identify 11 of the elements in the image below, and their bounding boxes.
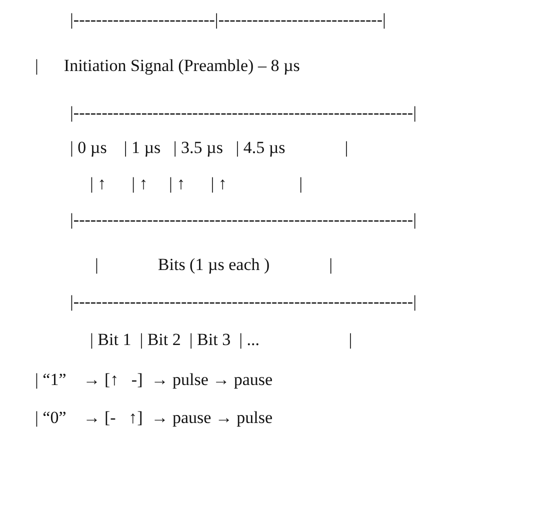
text-line: | Bit 1 | Bit 2 | Bit 3 | ... | [90,330,352,350]
ascii-rule: |------------------------------------------------------------| [70,103,416,123]
ascii-rule: |-------------------------|-----------------------------| [70,10,386,30]
ascii-rule: |------------------------------------------------------------| [70,292,416,312]
ascii-rule: |------------------------------------------------------------| [70,210,416,230]
text-line: | 0 µs | 1 µs | 3.5 µs | 4.5 µs | [70,138,348,158]
text-line: | Bits (1 µs each ) | [95,255,333,275]
text-line: | “0” → [- ↑] → pause → pulse [35,408,273,428]
text-line: | Initiation Signal (Preamble) – 8 µs [35,56,300,76]
text-line: | “1” → [↑ -] → pulse → pause [35,370,273,390]
text-line: | ↑ | ↑ | ↑ | ↑ | [90,174,303,194]
